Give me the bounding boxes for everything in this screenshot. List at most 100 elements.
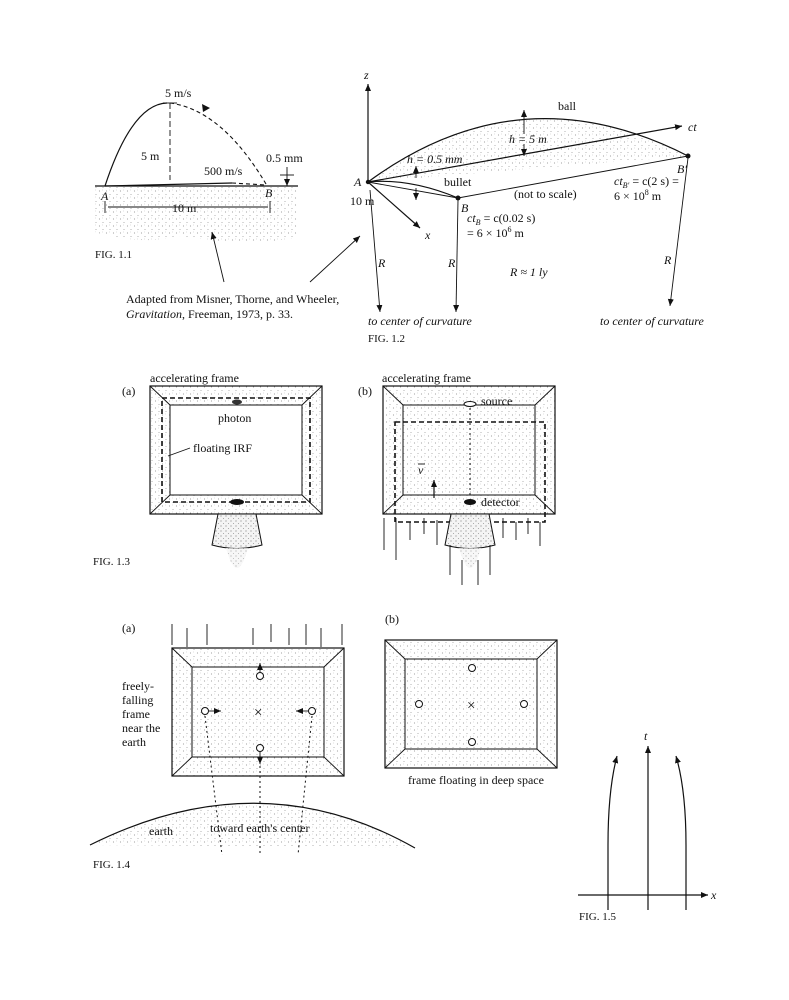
x-axis (367, 181, 421, 229)
panel-a-label: (a) (122, 621, 135, 635)
bullet-trajectory (104, 182, 233, 187)
radius-line-bprime (667, 157, 689, 307)
drop-label: 0.5 mm (266, 151, 303, 165)
ctbp-line-2: 6 × 108 m (614, 188, 662, 203)
floating-irf-label: floating IRF (193, 441, 252, 455)
detector-label: detector (481, 495, 520, 509)
radius-line-b (453, 199, 460, 313)
freely-falling-line-4: near the (122, 721, 160, 735)
rocket-exhaust-b (444, 513, 496, 549)
fig-1-3-a: (a) accelerating frame photon floating I… (122, 371, 323, 568)
rocket-exhaust-a (211, 513, 263, 549)
ctb-line-2: = 6 × 106 m (467, 225, 525, 240)
distance-label: 10 m (172, 201, 197, 215)
credit-book: Gravitation (126, 307, 182, 321)
ctbp-line-1: ctB′ = c(2 s) = (614, 174, 679, 190)
point-b-dot (455, 195, 461, 201)
ball-trajectory-down (169, 102, 267, 185)
height-label: 5 m (141, 149, 160, 163)
ball-trajectory-up (104, 102, 168, 187)
ball-label: ball (558, 99, 577, 113)
a-b-line (367, 181, 459, 199)
z-axis-label: z (363, 68, 369, 82)
freely-falling-line-3: frame (122, 707, 150, 721)
particle-bottom (468, 738, 476, 746)
panel-b-label: (b) (385, 612, 399, 626)
fig-1-3-b: (b) accelerating frame sou (93, 371, 556, 585)
ball-arrowhead (202, 104, 210, 112)
particle-left (201, 707, 209, 715)
point-bprime-label: B′ (677, 162, 687, 176)
panel-a-label: (a) (122, 384, 135, 398)
ground-surface (95, 186, 298, 242)
radius-approx-label: R ≈ 1 ly (509, 265, 548, 279)
irf-pointer (167, 447, 191, 457)
center-of-curvature-right: to center of curvature (600, 314, 705, 328)
ctb-ct: ct (467, 211, 476, 225)
fig-1-2: z x ct ball h = 5 m h = 0.5 mm bullet (n… (350, 68, 705, 345)
pointer-arrow-fig11 (210, 231, 225, 283)
velocity-label: v (418, 463, 424, 477)
point-a-dot (365, 179, 371, 185)
t-axis-label: t (644, 729, 648, 743)
freely-falling-line-5: earth (122, 735, 146, 749)
floating-irf-box (161, 397, 311, 503)
point-bprime-dot (685, 153, 691, 159)
ctb-exp: 6 (508, 225, 512, 234)
point-a-label: A (353, 175, 362, 189)
credit-rest: , Freeman, 1973, p. 33. (182, 307, 293, 321)
fig-1-4-a: (a) × freely- fallin (89, 621, 416, 871)
center-of-curvature-left: to center of curvature (368, 314, 473, 328)
worldline-left (607, 755, 619, 910)
credit-line-2: Gravitation, Freeman, 1973, p. 33. (126, 307, 293, 321)
gravity-field-lines (383, 518, 541, 585)
ctb-value: = 6 × 10 (467, 226, 508, 240)
ctbp-rest: = c(2 s) = (629, 174, 679, 188)
ctbp-value: 6 × 10 (614, 189, 645, 203)
fig-1-5: t x FIG. 1.5 (578, 729, 717, 923)
point-b-label: B (265, 186, 273, 200)
particle-bottom (256, 744, 264, 752)
deep-space-label: frame floating in deep space (408, 773, 544, 787)
ctbp-ct: ct (614, 174, 623, 188)
x-axis-label: x (424, 228, 431, 242)
ctb-unit: m (512, 226, 525, 240)
particle-left (415, 700, 423, 708)
particle-top (468, 664, 476, 672)
radius-label-b: R (447, 256, 456, 270)
particle-right (308, 707, 316, 715)
panel-b-label: (b) (358, 384, 372, 398)
ball-worldsheet (368, 118, 688, 182)
earth-label: earth (149, 824, 173, 838)
source-label: source (481, 394, 512, 408)
source-icon (463, 401, 477, 407)
center-cross-icon: × (254, 705, 262, 721)
bullet-label: bullet (444, 175, 472, 189)
ctbp-unit: m (649, 189, 662, 203)
point-b-label: B (461, 201, 469, 215)
ctb-sub: B (476, 218, 481, 227)
fig-1-4-b: (b) × frame floating in deep space (384, 612, 558, 787)
speed-top-label: 5 m/s (165, 86, 192, 100)
ctbp-sub: B′ (623, 181, 630, 190)
freely-falling-line-2: falling (122, 693, 153, 707)
credit-block: Adapted from Misner, Thorne, and Wheeler… (126, 231, 361, 321)
rocket-plume-b (459, 548, 481, 568)
point-a-label: A (100, 189, 109, 203)
photon-emitter (232, 399, 242, 405)
detector-icon (464, 499, 476, 505)
x-axis-label: x (710, 888, 717, 902)
fig-1-5-caption: FIG. 1.5 (579, 911, 616, 923)
ten-m-label: 10 m (350, 194, 375, 208)
particle-top (256, 672, 264, 680)
ctb-rest: = c(0.02 s) (481, 211, 536, 225)
frame-inner (169, 404, 303, 496)
bullet-trajectory-drop (231, 182, 267, 186)
not-to-scale-label: (not to scale) (514, 187, 577, 201)
rocket-plume-a (226, 548, 248, 568)
converging-line-right (297, 715, 313, 856)
bullet-speed-label: 500 m/s (204, 164, 243, 178)
bullet-worldline (367, 180, 459, 199)
particle-right (520, 700, 528, 708)
